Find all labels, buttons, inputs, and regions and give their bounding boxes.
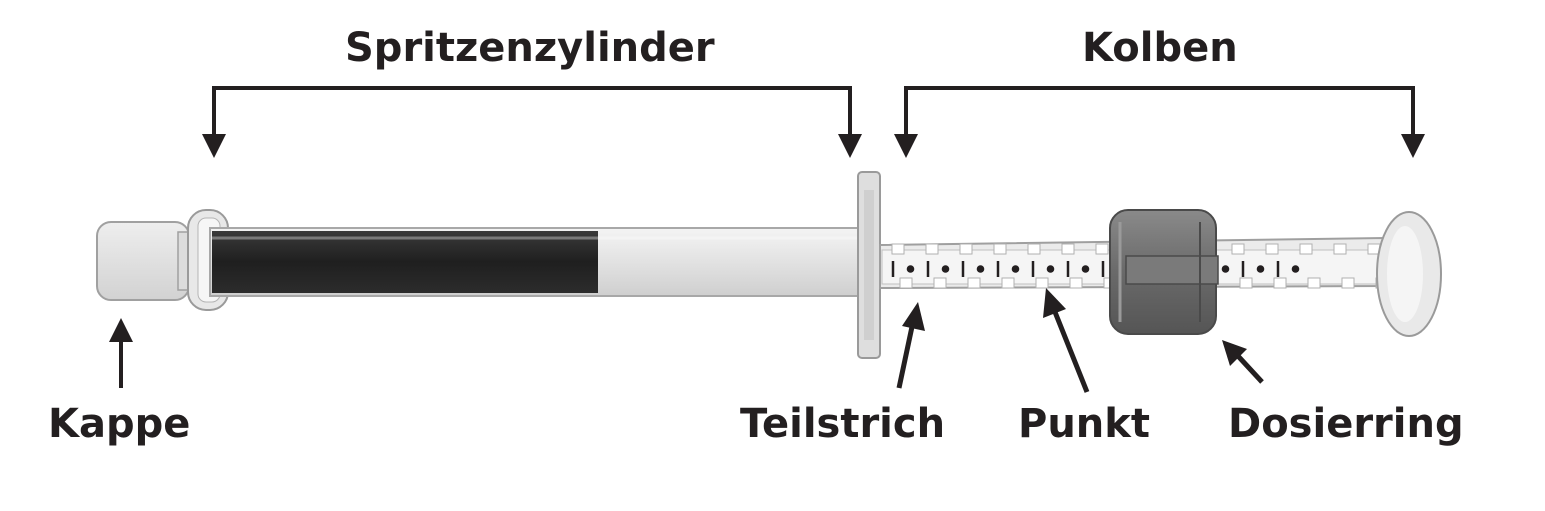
graduation-dot (1046, 265, 1055, 273)
graduation-dot (906, 265, 915, 273)
plunger-thumb-press (1376, 211, 1442, 337)
pointer-dot (1043, 288, 1090, 393)
barrel (209, 227, 866, 297)
rod-notch (967, 277, 981, 289)
liquid (212, 231, 598, 293)
rod-notch (1307, 277, 1321, 289)
pointer-graduation (896, 302, 925, 389)
rod-notch (1035, 277, 1049, 289)
pointer-cap (109, 318, 133, 388)
rod-notch (1027, 243, 1041, 255)
graduation-dot (1081, 265, 1090, 273)
rod-notch (1341, 277, 1355, 289)
label-barrel: Spritzenzylinder (345, 25, 715, 71)
rod-notch (959, 243, 973, 255)
graduation-dot (1221, 265, 1230, 273)
graduation-dot (1256, 265, 1265, 273)
rod-notch (899, 277, 913, 289)
rod-notch (1273, 277, 1287, 289)
label-dot: Punkt (1018, 401, 1150, 447)
bracket-barrel (212, 86, 852, 138)
pointer-dosing-ring (1222, 340, 1264, 384)
rod-notch (1265, 243, 1279, 255)
finger-flange (857, 171, 881, 359)
arrowhead-barrel-left (202, 134, 226, 158)
graduation-dot (976, 265, 985, 273)
rod-notch (1299, 243, 1313, 255)
rod-notch (1333, 243, 1347, 255)
rod-notch (933, 277, 947, 289)
label-plunger: Kolben (1082, 25, 1238, 71)
rod-notch (925, 243, 939, 255)
label-cap: Kappe (48, 401, 191, 447)
label-graduation: Teilstrich (740, 401, 946, 447)
arrowhead-barrel-right (838, 134, 862, 158)
rod-notch (1239, 277, 1253, 289)
rod-notch (1231, 243, 1245, 255)
cap (96, 221, 201, 301)
bracket-plunger (904, 86, 1415, 138)
graduation-dot (1291, 265, 1300, 273)
graduation-dot (1011, 265, 1020, 273)
arrowhead-plunger-left (894, 134, 918, 158)
rod-notch (1001, 277, 1015, 289)
graduation-dot (941, 265, 950, 273)
rod-notch (1069, 277, 1083, 289)
rod-graduations (891, 261, 1300, 277)
rod-notch (1095, 243, 1109, 255)
rod-notches (891, 243, 1389, 289)
rod-notch (1061, 243, 1075, 255)
arrowhead-plunger-right (1401, 134, 1425, 158)
dosing-ring (1109, 209, 1219, 335)
rod-notch (891, 243, 905, 255)
rod-notch (993, 243, 1007, 255)
label-dosing-ring: Dosierring (1228, 401, 1464, 447)
